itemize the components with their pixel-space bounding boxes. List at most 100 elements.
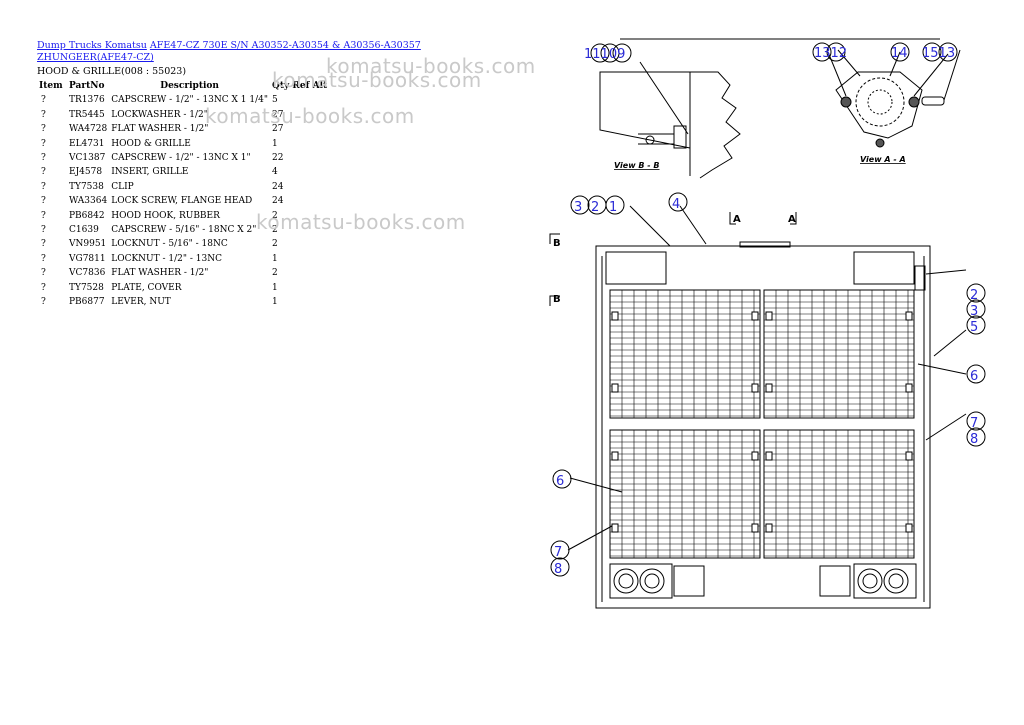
cell-item: ? xyxy=(41,268,46,279)
view-a-body xyxy=(835,71,923,139)
grille-inserts xyxy=(609,289,915,559)
callout-7-8-right: 7 8 xyxy=(966,411,986,447)
cell-qty: 2 xyxy=(272,239,278,250)
cell-partno: VG7811 xyxy=(69,253,106,264)
cell-description: CAPSCREW - 1/2" - 13NC X 1" xyxy=(111,153,251,164)
view-b-label: View B - B xyxy=(614,161,659,170)
callout-6-right: 6 xyxy=(966,364,986,384)
svg-text:14: 14 xyxy=(891,46,908,61)
cell-item: ? xyxy=(41,225,46,236)
section-marker-a: A xyxy=(733,214,741,225)
watermark: komatsu-books.com xyxy=(205,104,415,128)
cell-partno: TY7528 xyxy=(69,282,104,293)
hood-grille-drawing: View B - B View A - A A A B B xyxy=(549,38,986,609)
section-marker-b: B xyxy=(553,238,561,249)
parts-table: Item PartNo Description Qty Ref Alt ?TR1… xyxy=(37,79,329,310)
breadcrumb-link-model[interactable]: AFE47-CZ 730E S/N A30352-A30354 & A30356… xyxy=(37,40,421,63)
svg-text:11109: 11109 xyxy=(584,47,625,62)
callout-1513: 1513 xyxy=(922,42,958,62)
cell-description: INSERT, GRILLE xyxy=(111,167,189,178)
svg-text:1: 1 xyxy=(609,200,617,215)
table-row: ? VC1387 CAPSCREW - 1/2" - 13NC X 1" 22 xyxy=(37,151,329,165)
cell-item: ? xyxy=(41,167,46,178)
cell-partno: WA3364 xyxy=(69,196,108,207)
svg-text:5: 5 xyxy=(970,320,978,335)
svg-text:8: 8 xyxy=(970,432,978,447)
grille-insert xyxy=(763,429,915,559)
header-item: Item xyxy=(39,81,63,91)
table-header-row: Item PartNo Description Qty Ref Alt xyxy=(37,79,329,93)
svg-text:3: 3 xyxy=(970,304,978,319)
svg-text:6: 6 xyxy=(970,369,978,384)
grille-insert xyxy=(763,289,915,419)
section-marker-a: A xyxy=(788,214,796,225)
cell-description: CAPSCREW - 1/2" - 13NC X 1 1/4" xyxy=(111,95,269,106)
cell-qty: 27 xyxy=(272,109,284,120)
cell-item: ? xyxy=(41,196,46,207)
hood-outline xyxy=(595,245,931,609)
svg-text:1312: 1312 xyxy=(814,46,847,61)
cell-item: ? xyxy=(41,210,46,221)
cell-description: CLIP xyxy=(111,181,134,192)
cell-description: HOOD & GRILLE xyxy=(111,138,191,149)
cell-description: LOCKWASHER - 1/2" xyxy=(111,109,208,120)
cell-partno: TR5445 xyxy=(69,109,105,120)
view-a-a: View A - A xyxy=(827,49,961,164)
breadcrumb-link-dump-trucks[interactable]: Dump Trucks Komatsu xyxy=(37,40,147,51)
header-partno: PartNo xyxy=(69,81,105,91)
cell-item: ? xyxy=(41,282,46,293)
callout-6-left: 6 xyxy=(552,469,572,489)
lamp-housing-left xyxy=(609,563,673,599)
cell-description: LOCK SCREW, FLANGE HEAD xyxy=(111,196,253,207)
cell-description: FLAT WASHER - 1/2" xyxy=(111,268,209,279)
cell-qty: 1 xyxy=(272,138,278,149)
view-b-b: View B - B xyxy=(599,61,741,179)
cell-description: LOCKNUT - 5/16" - 18NC xyxy=(111,239,228,250)
grille-insert xyxy=(609,429,761,559)
cell-item: ? xyxy=(41,153,46,164)
cell-description: HOOD HOOK, RUBBER xyxy=(111,210,220,221)
svg-text:4: 4 xyxy=(672,197,680,212)
header-description: Description xyxy=(160,81,219,91)
cell-qty: 1 xyxy=(272,297,278,308)
callout-11109: 11109 xyxy=(584,43,632,63)
svg-text:7: 7 xyxy=(970,416,978,431)
svg-text:1513: 1513 xyxy=(922,46,955,61)
hood-cover-plate-left xyxy=(605,251,667,285)
svg-text:2: 2 xyxy=(591,200,599,215)
cell-qty: 1 xyxy=(272,253,278,264)
svg-text:8: 8 xyxy=(554,562,562,577)
view-b-break-line xyxy=(690,71,741,179)
callout-14: 14 xyxy=(890,42,910,62)
cell-item: ? xyxy=(41,181,46,192)
cell-qty: 1 xyxy=(272,282,278,293)
grille-insert xyxy=(609,289,761,419)
svg-text:2: 2 xyxy=(970,288,978,303)
cell-item: ? xyxy=(41,95,46,106)
hood-frame xyxy=(595,241,931,609)
cell-item: ? xyxy=(41,109,46,120)
cell-partno: VC1387 xyxy=(69,153,106,164)
callout-7-8-left: 7 8 xyxy=(550,540,570,577)
header-qty-ref-alt: Qty Ref Alt xyxy=(272,81,328,91)
svg-text:3: 3 xyxy=(574,200,582,215)
cell-item: ? xyxy=(41,297,46,308)
cell-qty: 22 xyxy=(272,153,284,164)
view-a-label: View A - A xyxy=(860,155,906,164)
callout-4: 4 xyxy=(668,192,688,212)
section-title: HOOD & GRILLE(008 : 55023) xyxy=(37,66,187,77)
cell-item: ? xyxy=(41,124,46,135)
svg-text:6: 6 xyxy=(556,474,564,489)
table-row: ? TR5445 LOCKWASHER - 1/2" 27 xyxy=(37,108,329,122)
breadcrumb: Dump Trucks Komatsu AFE47-CZ 730E S/N A3… xyxy=(37,40,487,64)
cell-partno: EL4731 xyxy=(69,138,105,149)
cell-partno: WA4728 xyxy=(69,124,108,135)
watermark: komatsu-books.com xyxy=(272,68,482,92)
callouts: 11109 1312 14 1513 3 2 1 4 2 3 5 xyxy=(550,42,986,577)
